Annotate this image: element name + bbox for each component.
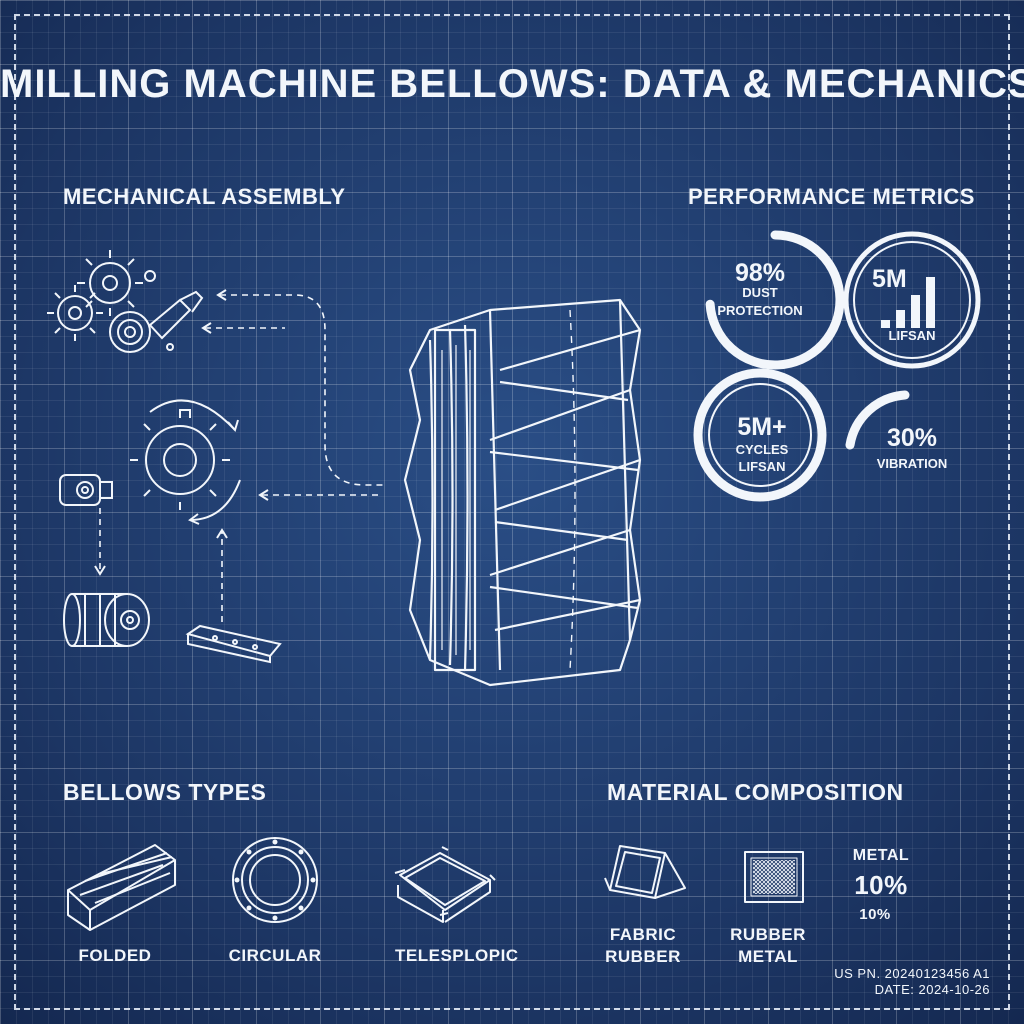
gear-cluster-icon — [47, 250, 204, 353]
bellows-types-icons — [67, 837, 496, 931]
metric-ring-lifespan — [843, 231, 981, 369]
pulley-icon — [59, 474, 113, 506]
metric-ring-vibration — [845, 390, 910, 450]
metric-ring-dust — [705, 230, 845, 370]
blueprint-frame — [14, 14, 1010, 1010]
footer-block: US PN. 20240123456 A1 DATE: 2024-10-26 — [800, 966, 990, 999]
material-icons — [604, 845, 804, 903]
telescopic-bellows-icon — [394, 846, 496, 923]
metric-lifespan-label: LIFSAN — [888, 328, 936, 343]
rubber-mesh-icon — [744, 851, 804, 903]
metal-sub-value: 10% — [859, 906, 891, 923]
metric-vibration: 30% VIBRATION — [872, 425, 952, 471]
type-label-telescopic: TELESPLOPIC — [395, 946, 519, 965]
metric-ring-cycles — [693, 368, 827, 502]
metric-vibration-value: 30% — [886, 424, 938, 452]
metric-vibration-label: VIBRATION — [876, 456, 948, 472]
material-fabric-line1: FABRIC — [609, 925, 677, 944]
bearing-cylinder-icon — [63, 593, 150, 647]
guide-rail-icon — [185, 624, 282, 664]
type-label-folded: FOLDED — [78, 946, 152, 965]
rotating-gear-icon — [130, 399, 241, 525]
section-title-types: BELLOWS TYPES — [63, 779, 267, 805]
type-label-circular: CIRCULAR — [228, 946, 322, 965]
section-title-assembly: MECHANICAL ASSEMBLY — [63, 184, 346, 209]
metric-cycles: 5M+ CYCLES LIFSAN — [722, 414, 802, 474]
metric-dust-label-1: DUST — [742, 285, 778, 301]
bar-chart-icon — [881, 277, 935, 328]
folded-bellows-icon — [67, 844, 176, 931]
circular-bellows-icon — [232, 837, 318, 923]
metal-value: 10% — [854, 870, 908, 900]
metric-dust: 98% DUST PROTECTION — [715, 260, 805, 318]
material-fabric-line2: RUBBER — [605, 947, 681, 967]
metric-cycles-value: 5M+ — [737, 413, 787, 441]
document-date: DATE: 2024-10-26 — [874, 982, 990, 998]
page-title: MILLING MACHINE BELLOWS: DATA & MECHANIC… — [0, 62, 1024, 106]
material-fabric: FABRIC RUBBER — [598, 924, 688, 968]
metric-lifespan-value: 5M — [872, 265, 907, 293]
fabric-sheet-icon — [604, 845, 686, 899]
material-rubber-line2: METAL — [738, 947, 798, 967]
metrics-rings — [693, 230, 981, 502]
metric-cycles-label-2: LIFSAN — [738, 458, 786, 474]
metric-dust-label-2: PROTECTION — [717, 302, 803, 318]
section-title-materials: MATERIAL COMPOSITION — [607, 779, 904, 805]
material-rubber-line1: RUBBER — [730, 925, 806, 944]
bellows-main-illustration — [403, 298, 642, 687]
section-title-metrics: PERFORMANCE METRICS — [688, 184, 975, 209]
metal-label: METAL — [852, 847, 910, 864]
material-rubber: RUBBER METAL — [723, 924, 813, 968]
metric-cycles-label-1: CYCLES — [735, 442, 789, 458]
metric-dust-value: 98% — [734, 259, 786, 287]
patent-number: US PN. 20240123456 A1 — [834, 966, 990, 981]
